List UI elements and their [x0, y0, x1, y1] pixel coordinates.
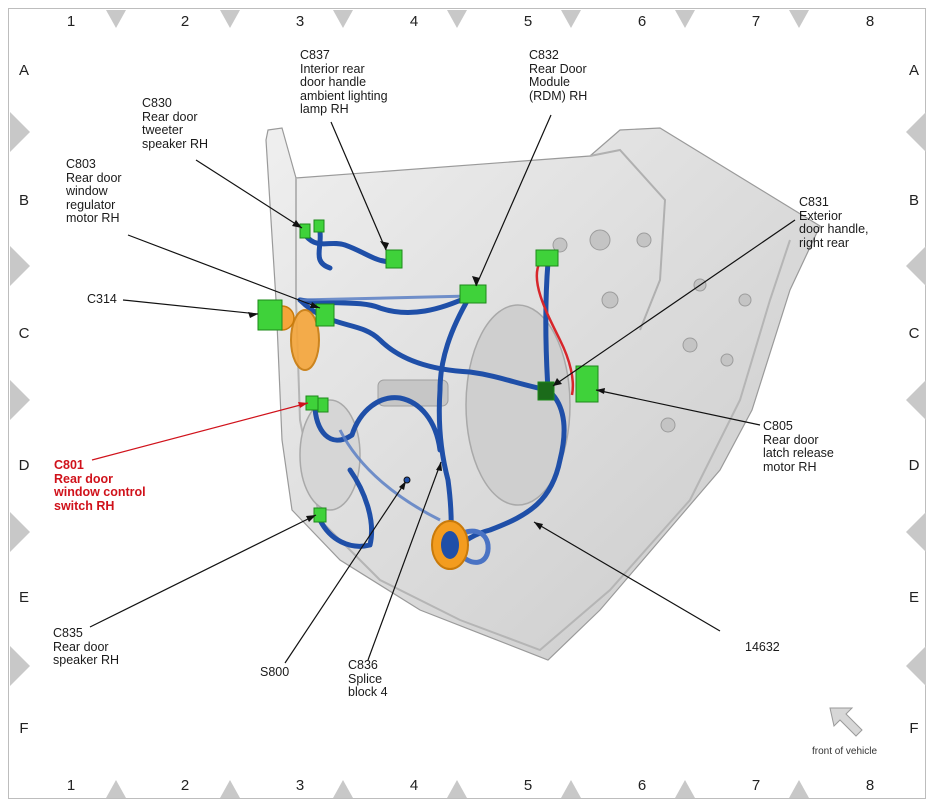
grid-col-7-top: 7 [751, 13, 761, 30]
label-harness-14632: 14632 [745, 640, 780, 654]
label-c832: C832 Rear Door Module (RDM) RH [529, 48, 588, 103]
wiring-harness [297, 229, 567, 565]
grid-col-3-top: 3 [295, 13, 305, 30]
grid-col-2-bottom: 2 [180, 777, 190, 794]
label-c835: C835 Rear door speaker RH [53, 626, 119, 667]
s800-splice-marker [403, 476, 411, 484]
grid-row-c-left: C [18, 325, 30, 342]
grid-row-a-left: A [18, 62, 29, 79]
grid-col-8-bottom: 8 [865, 777, 875, 794]
grid-col-3-bottom: 3 [295, 777, 305, 794]
grid-col-5-bottom: 5 [523, 777, 533, 794]
grid-col-7-bottom: 7 [751, 777, 761, 794]
grid-markers [10, 10, 926, 798]
front-of-vehicle-label: front of vehicle [812, 746, 878, 757]
grid-col-6-top: 6 [637, 13, 647, 30]
grid-row-c-right: C [908, 325, 920, 342]
grid-col-6-bottom: 6 [637, 777, 647, 794]
front-of-vehicle-arrow-icon [829, 707, 863, 737]
grid-col-1-bottom: 1 [66, 777, 76, 794]
grid-col-5-top: 5 [523, 13, 533, 30]
label-s800: S800 [260, 665, 290, 679]
grid-col-2-top: 2 [180, 13, 190, 30]
grid-row-d-right: D [908, 457, 920, 474]
label-c805: C805 Rear door latch release motor RH [763, 419, 834, 474]
grid-col-4-bottom: 4 [409, 777, 419, 794]
grid-row-e-right: E [908, 589, 919, 606]
label-c801: C801 Rear door window control switch RH [54, 458, 146, 513]
secondary-harness [299, 294, 471, 522]
label-c836: C836 Splice block 4 [348, 658, 388, 699]
label-c837: C837 Interior rear door handle ambient l… [300, 48, 388, 116]
red-wire [535, 261, 575, 396]
grid-col-8-top: 8 [865, 13, 875, 30]
label-c831: C831 Exterior door handle, right rear [799, 195, 869, 250]
grid-row-b-left: B [18, 192, 29, 209]
label-c830: C830 Rear door tweeter speaker RH [142, 96, 208, 151]
grid-row-e-left: E [18, 589, 29, 606]
leader-lines [89, 114, 796, 664]
grid-row-b-right: B [908, 192, 919, 209]
grid-row-f-left: F [19, 720, 29, 737]
grid-row-f-right: F [909, 720, 919, 737]
connectors [257, 219, 599, 523]
grid-row-a-right: A [908, 62, 919, 79]
label-c803: C803 Rear door window regulator motor RH [66, 157, 122, 225]
grid-col-4-top: 4 [409, 13, 419, 30]
grid-col-1-top: 1 [66, 13, 76, 30]
grid-row-d-left: D [18, 457, 30, 474]
leader-arrowheads [248, 220, 605, 530]
label-c314: C314 [87, 292, 117, 306]
